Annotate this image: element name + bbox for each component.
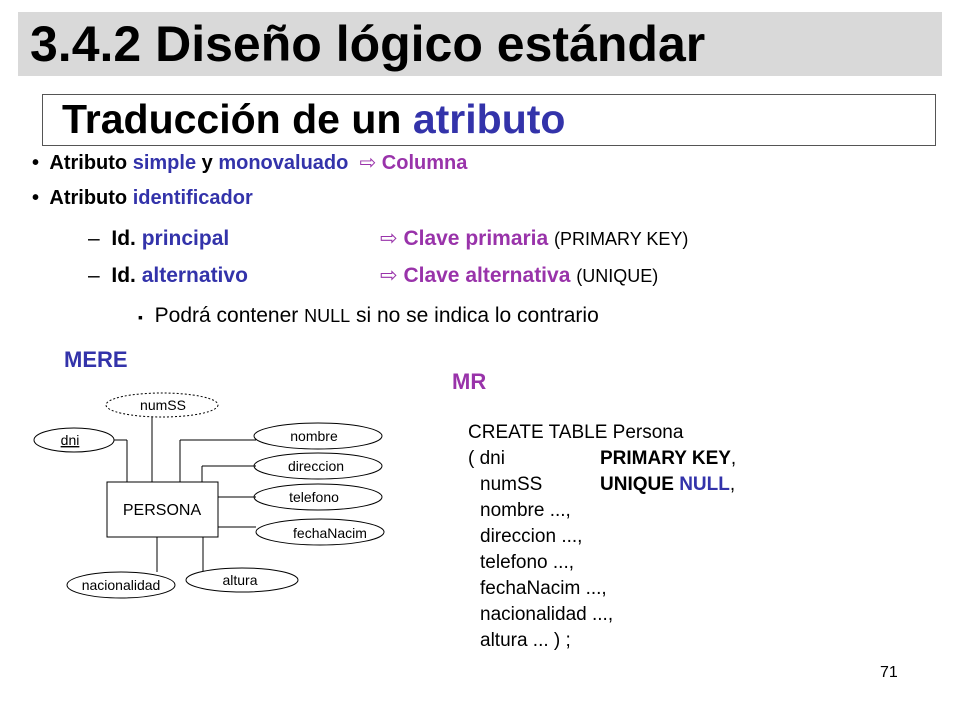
sql-text: fechaNacim ..., — [480, 578, 607, 599]
attr-nombre: nombre — [290, 428, 338, 444]
page-number: 71 — [880, 664, 898, 681]
entity-name: PERSONA — [123, 502, 202, 519]
sql-text: nacionalidad ..., — [480, 604, 614, 625]
attr-numss: numSS — [140, 397, 186, 413]
attr-nacionalidad-ellipse — [66, 571, 176, 599]
attr-altura: altura — [222, 572, 257, 588]
sub-text: Id. — [111, 227, 136, 250]
bullet-marker: • — [32, 187, 40, 209]
sql-text: direccion ..., — [480, 526, 583, 547]
attr-nombre-ellipse — [253, 422, 383, 450]
sub-text: Clave alternativa — [403, 264, 571, 287]
sql-line: direccion ..., — [468, 524, 683, 550]
sql-text: numSS — [480, 474, 543, 495]
sql-keyword: NULL — [679, 474, 730, 495]
subtitle-highlight: atributo — [412, 96, 566, 142]
mere-label: MERE — [64, 347, 128, 372]
slide-title: 3.4.2 Diseño lógico estándar — [30, 16, 706, 72]
sql-line: nacionalidad ..., — [468, 602, 683, 628]
arrow-icon: ⇨ — [359, 152, 377, 174]
bullet-text: identificador — [132, 187, 253, 209]
sub-alternate-id: – Id. alternativo — [88, 262, 248, 290]
sql-line: nombre ..., — [468, 498, 683, 524]
sql-text: telefono ..., — [480, 552, 575, 573]
attr-nacionalidad: nacionalidad — [82, 577, 161, 593]
bullet-marker: • — [32, 152, 40, 174]
sql-line: altura ... ) ; — [468, 628, 683, 654]
sql-line: CREATE TABLE Persona — [468, 420, 683, 446]
attr-altura-ellipse — [185, 567, 299, 593]
sql-text: , — [729, 474, 736, 495]
sql-create-table: CREATE TABLE Persona ( dni PRIMARY KEY, … — [468, 420, 736, 654]
attr-numss-ellipse — [105, 392, 219, 418]
sub-null-note: ▪ Podrá contener NULL si no se indica lo… — [138, 302, 599, 331]
sql-text: CREATE TABLE Persona — [468, 422, 684, 443]
sub-text: Clave primaria — [403, 227, 549, 250]
dash-marker: – — [88, 264, 100, 287]
sub-primary-id: – Id. principal — [88, 225, 229, 253]
mr-label: MR — [452, 369, 487, 394]
attr-telefono-ellipse — [253, 483, 383, 511]
bullet-simple-attribute: • Atributo simple y monovaluado ⇨ Column… — [32, 150, 467, 176]
sub-text: (PRIMARY KEY) — [554, 229, 689, 249]
attr-telefono: telefono — [289, 489, 339, 505]
sub-text: NULL — [304, 306, 351, 326]
sub-unique: ⇨ Clave alternativa (UNIQUE) — [380, 262, 658, 290]
sql-line: numSS UNIQUE NULL, — [468, 472, 735, 498]
attr-direccion-ellipse — [253, 452, 383, 480]
sub-text: Id. — [111, 264, 136, 287]
entity-box — [106, 481, 219, 538]
title-bar — [18, 12, 942, 76]
sub-text: Podrá contener — [154, 304, 299, 327]
attr-direccion: direccion — [288, 458, 344, 474]
subtitle-box — [42, 94, 936, 146]
arrow-icon: ⇨ — [380, 227, 398, 250]
bullet-identifier-attribute: • Atributo identificador — [32, 185, 253, 211]
sub-text: (UNIQUE) — [576, 266, 659, 286]
bullet-text: monovaluado — [218, 152, 349, 174]
attr-fechanacim-ellipse — [255, 518, 385, 546]
bullet-text: Columna — [381, 152, 468, 174]
subtitle-prefix: Traducción de un — [62, 96, 402, 142]
bullet-text: simple — [132, 152, 197, 174]
sub-text: principal — [141, 227, 230, 250]
slide-subtitle: Traducción de un atributo — [62, 92, 565, 146]
sub-text: alternativo — [141, 264, 248, 287]
bullet-text: Atributo — [49, 152, 128, 174]
dash-marker: – — [88, 227, 100, 250]
sql-keyword: PRIMARY KEY — [600, 448, 731, 469]
sql-text: , — [730, 448, 737, 469]
attr-dni: dni — [61, 432, 80, 448]
square-bullet-icon: ▪ — [138, 309, 143, 325]
sql-keyword: UNIQUE — [600, 474, 674, 495]
sql-text: altura ... ) ; — [480, 630, 571, 651]
arrow-icon: ⇨ — [380, 264, 398, 287]
bullet-text: y — [201, 152, 213, 174]
sub-primary-key: ⇨ Clave primaria (PRIMARY KEY) — [380, 225, 688, 253]
sql-line: telefono ..., — [468, 550, 683, 576]
sql-line: ( dni PRIMARY KEY, — [468, 446, 736, 472]
sql-text: nombre ..., — [480, 500, 571, 521]
sql-text: ( dni — [468, 448, 505, 469]
attr-fechanacim: fechaNacim — [293, 525, 367, 541]
sub-text: si no se indica lo contrario — [355, 304, 599, 327]
sql-line: fechaNacim ..., — [468, 576, 683, 602]
attr-dni-ellipse — [33, 427, 115, 453]
bullet-text: Atributo — [49, 187, 128, 209]
